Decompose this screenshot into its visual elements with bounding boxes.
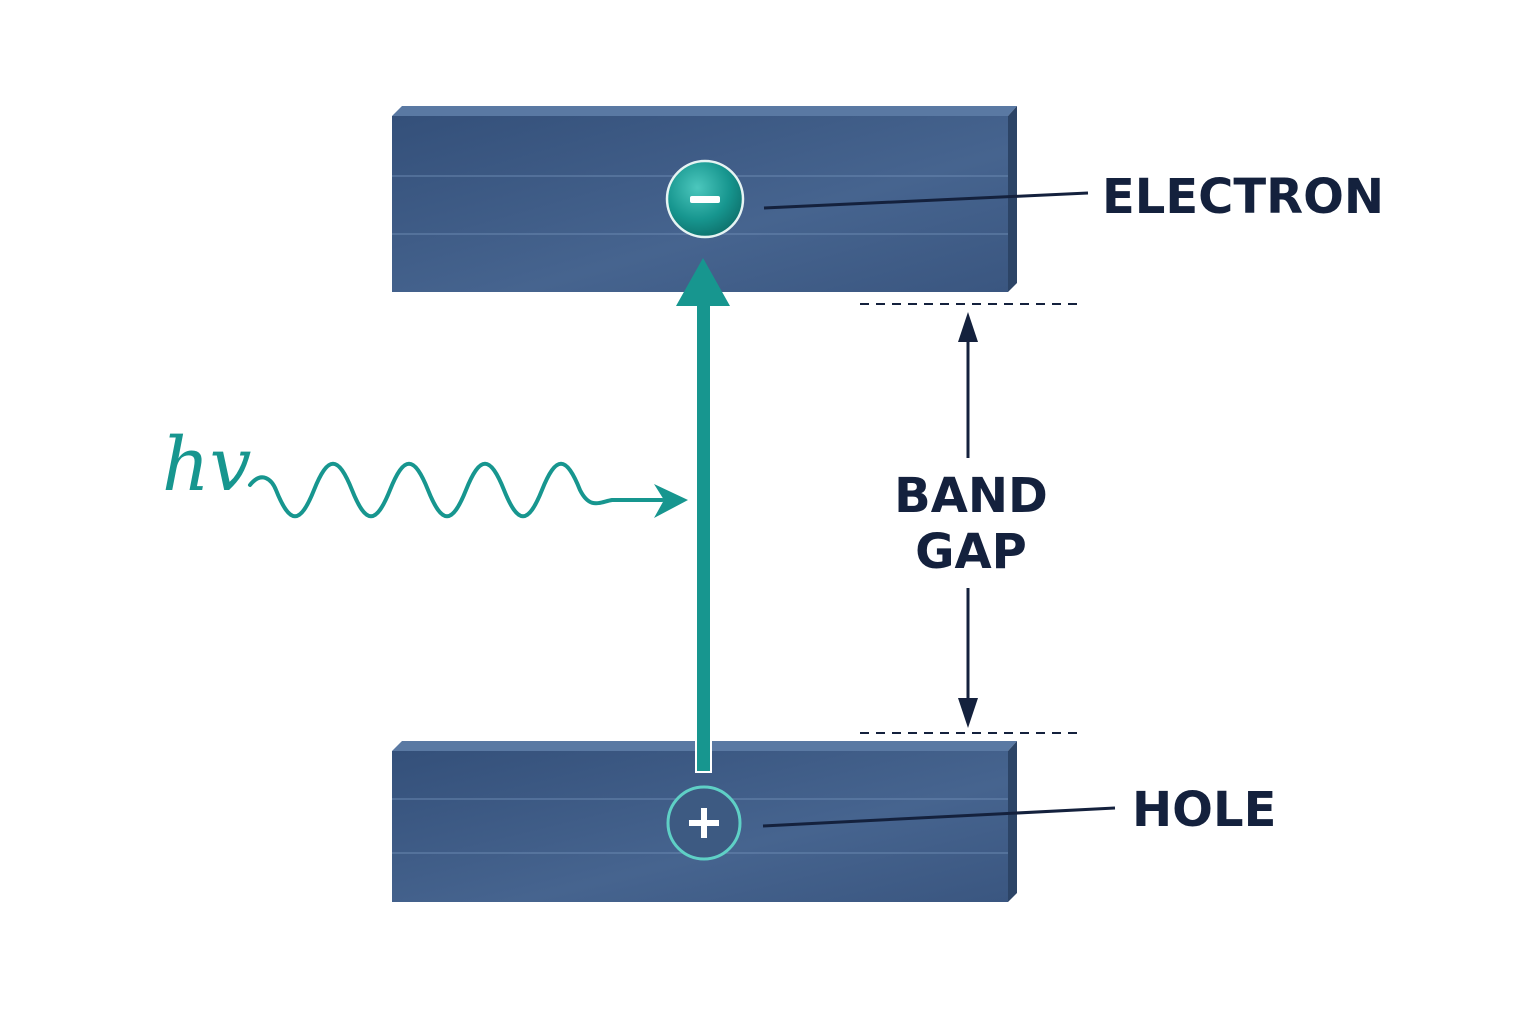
conduction-band-top-face <box>392 106 1017 116</box>
band-gap-label-line1: BAND <box>894 468 1048 524</box>
hole <box>666 785 742 861</box>
photon-label: hv <box>162 422 252 508</box>
excitation-arrow-head <box>676 258 730 306</box>
excitation-arrow-shaft <box>695 295 712 773</box>
electron <box>665 159 745 239</box>
hole-plus-icon <box>701 808 707 838</box>
band-gap-arrow-down-head <box>958 698 978 728</box>
electron-minus-icon <box>690 196 720 203</box>
electron-label: ELECTRON <box>1102 169 1384 225</box>
hole-label: HOLE <box>1132 782 1276 838</box>
conduction-band-side-face <box>1008 106 1017 292</box>
valence-band-side-face <box>1008 741 1017 902</box>
band-gap-label-line2: GAP <box>915 524 1027 580</box>
band-gap-arrow <box>958 312 978 728</box>
hole-leader-line <box>762 806 1116 828</box>
excitation-arrow <box>676 258 730 773</box>
photon-arrow-head <box>654 484 688 518</box>
electron-leader-line <box>763 191 1089 210</box>
band-gap-arrow-up-head <box>958 312 978 342</box>
photon-wave <box>248 461 664 519</box>
